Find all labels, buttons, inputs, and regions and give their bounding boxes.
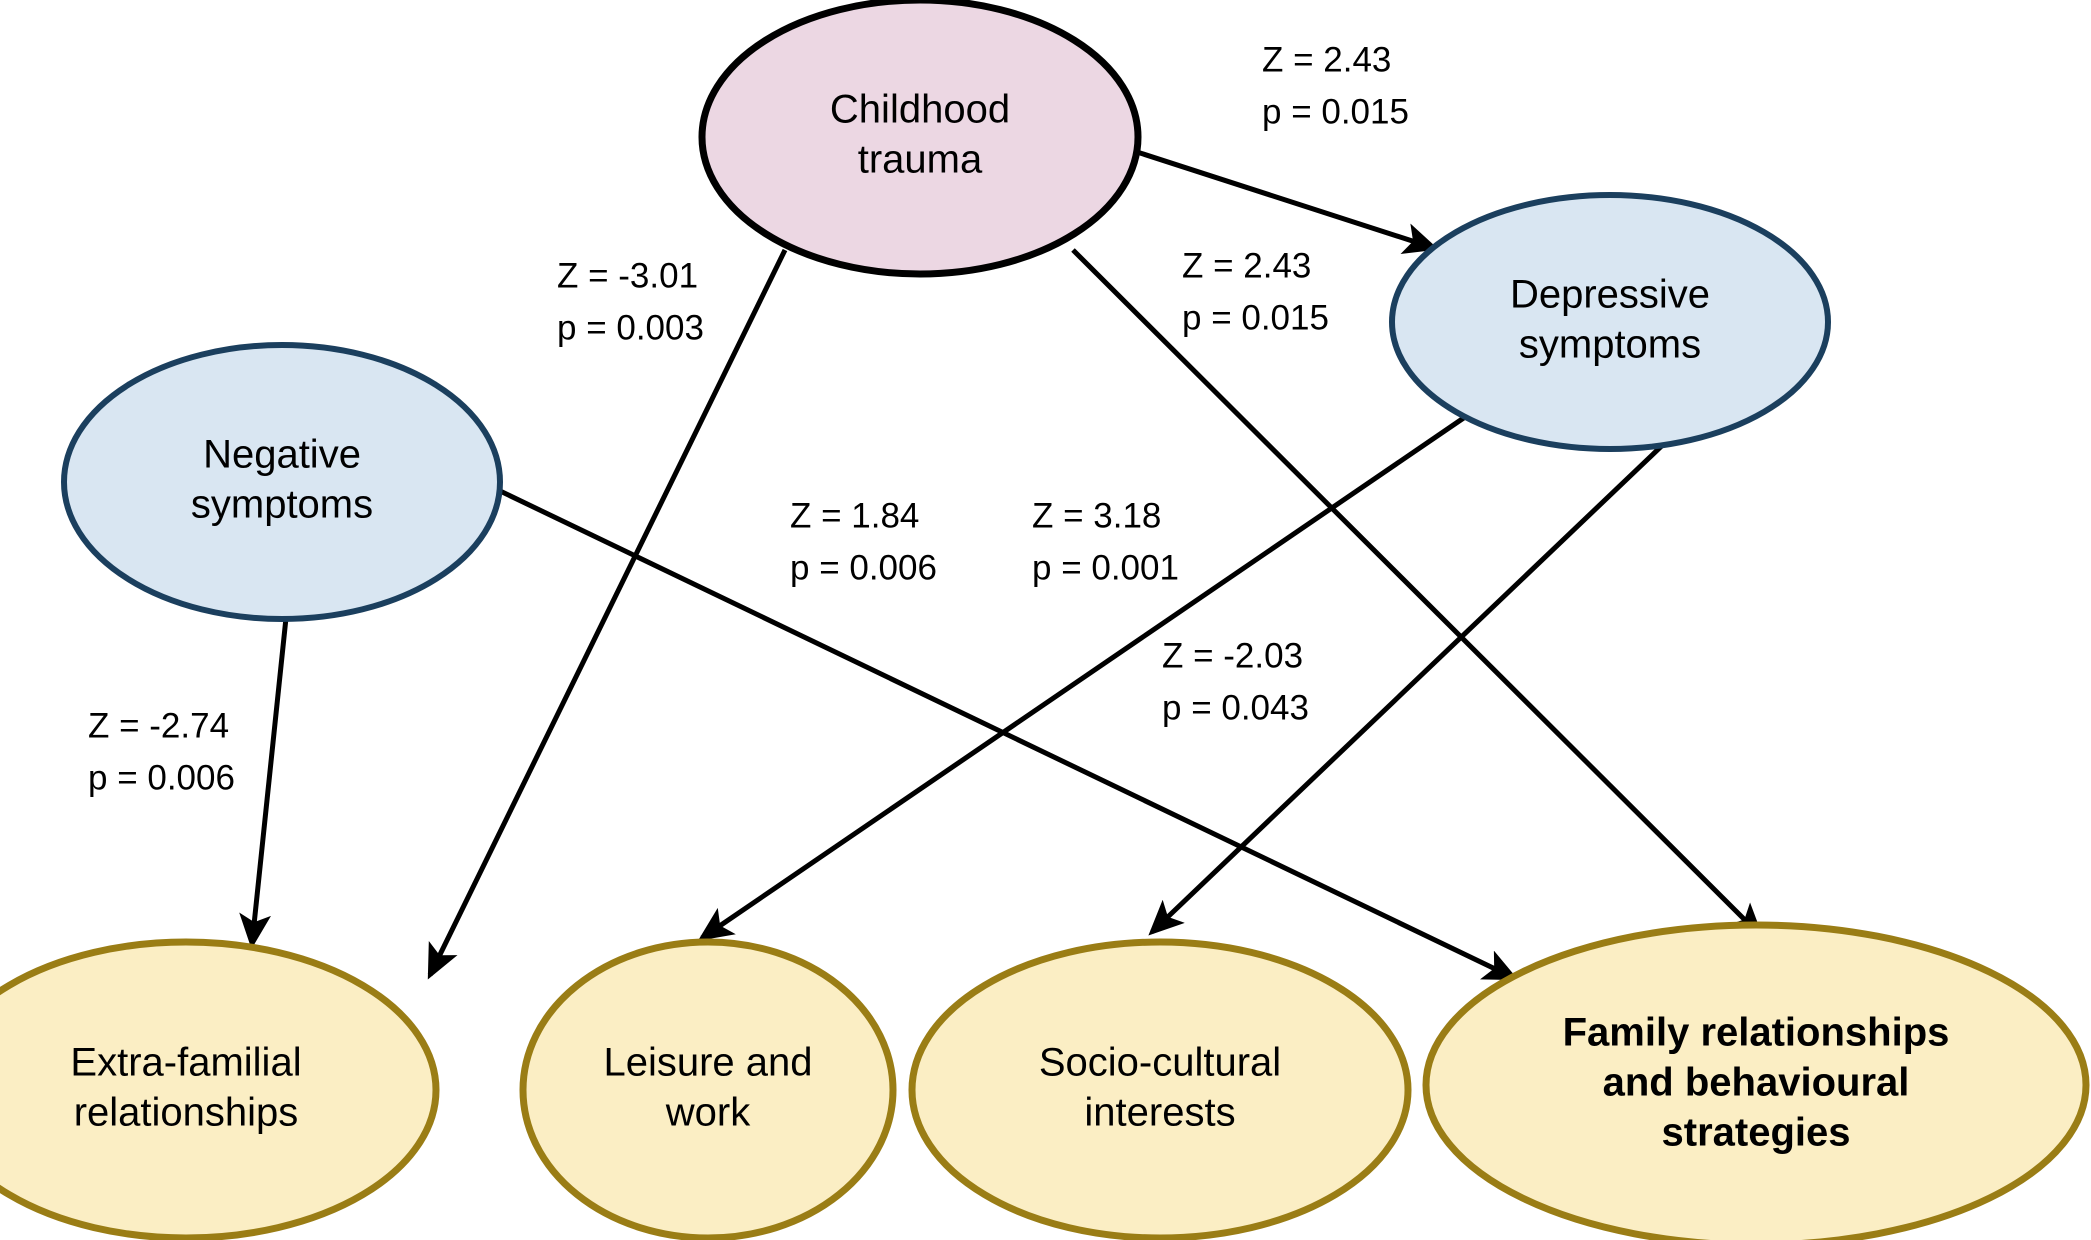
edge-childhood-trauma-to-family-relationships-p-value: p = 0.015 — [1182, 298, 1329, 337]
edge-depressive-symptoms-to-socio-cultural-interests-z-value: Z = -2.03 — [1162, 636, 1303, 675]
node-extra-familial-relationships-label-line-1: relationships — [74, 1091, 299, 1135]
edge-childhood-trauma-to-depressive-symptoms-p-value: p = 0.015 — [1262, 92, 1409, 131]
edge-childhood-trauma-to-extra-familial-relationships-z-value: Z = -3.01 — [557, 256, 698, 295]
edge-negative-symptoms-to-extra-familial-relationships-p-value: p = 0.006 — [88, 758, 235, 797]
edge-negative-symptoms-to-extra-familial-relationships-line — [239, 617, 289, 949]
edge-childhood-trauma-to-family-relationships-stats: Z = 2.43 p = 0.015 — [1182, 246, 1329, 337]
node-leisure-and-work-label-line-1: work — [665, 1091, 751, 1135]
edge-childhood-trauma-to-family-relationships-line — [1071, 248, 1764, 939]
node-family-relationships-and-behavioural-strategies[interactable]: Family relationships and behavioural strat… — [1422, 921, 2090, 1240]
node-leisure-and-work-shape[interactable] — [519, 938, 897, 1240]
edge-labels-layer: Z = 2.43 p = 0.015 Z = -3.01 p = 0.003 Z = 2… — [88, 40, 1409, 797]
node-family-relationships-and-behavioural-strategies-label-line-1: and behavioural — [1603, 1061, 1910, 1105]
node-family-relationships-and-behavioural-strategies-label-line-2: strategies — [1662, 1111, 1851, 1155]
node-depressive-symptoms[interactable]: Depressive symptoms — [1389, 192, 1831, 452]
edge-depressive-symptoms-to-leisure-and-work-z-value: Z = 3.18 — [1032, 496, 1161, 535]
edge-childhood-trauma-to-depressive-symptoms-line — [1136, 149, 1439, 254]
node-depressive-symptoms-shape[interactable] — [1389, 192, 1831, 452]
node-extra-familial-relationships-shape[interactable] — [0, 938, 440, 1240]
node-negative-symptoms-shape[interactable] — [61, 342, 503, 622]
edge-negative-symptoms-to-extra-familial-relationships — [239, 617, 289, 949]
edge-depressive-symptoms-to-socio-cultural-interests-stats: Z = -2.03 p = 0.043 — [1162, 636, 1309, 727]
node-negative-symptoms-label-line-0: Negative — [203, 433, 361, 477]
edge-childhood-trauma-to-family-relationships-z-value: Z = 2.43 — [1182, 246, 1311, 285]
edge-depressive-symptoms-to-socio-cultural-interests — [1148, 436, 1672, 936]
edge-childhood-trauma-to-depressive-symptoms — [1136, 149, 1439, 254]
edge-childhood-trauma-to-extra-familial-relationships — [427, 248, 788, 980]
edge-depressive-symptoms-to-leisure-and-work — [697, 412, 1470, 941]
node-socio-cultural-interests-label-line-0: Socio-cultural — [1039, 1041, 1281, 1085]
edge-depressive-symptoms-to-leisure-and-work-p-value: p = 0.001 — [1032, 548, 1179, 587]
edge-negative-symptoms-to-family-relationships-p-value: p = 0.006 — [790, 548, 937, 587]
edge-negative-symptoms-to-family-relationships — [496, 487, 1519, 981]
node-extra-familial-relationships-label-line-0: Extra-familial — [70, 1041, 301, 1085]
edge-depressive-symptoms-to-socio-cultural-interests-line — [1148, 436, 1672, 936]
edge-negative-symptoms-to-family-relationships-line — [496, 487, 1519, 981]
edge-negative-symptoms-to-extra-familial-relationships-z-value: Z = -2.74 — [88, 706, 229, 745]
edge-childhood-trauma-to-extra-familial-relationships-line — [427, 248, 788, 980]
edge-negative-symptoms-to-family-relationships-stats: Z = 1.84 p = 0.006 — [790, 496, 937, 587]
node-leisure-and-work-label-line-0: Leisure and — [603, 1041, 812, 1085]
edge-depressive-symptoms-to-socio-cultural-interests-p-value: p = 0.043 — [1162, 688, 1309, 727]
edge-childhood-trauma-to-family-relationships — [1071, 248, 1764, 939]
edge-childhood-trauma-to-depressive-symptoms-stats: Z = 2.43 p = 0.015 — [1262, 40, 1409, 131]
node-childhood-trauma-label-line-1: trauma — [858, 138, 983, 182]
edge-childhood-trauma-to-extra-familial-relationships-p-value: p = 0.003 — [557, 308, 704, 347]
node-negative-symptoms-label-line-1: symptoms — [191, 483, 373, 527]
node-childhood-trauma[interactable]: Childhood trauma — [698, 0, 1142, 278]
node-socio-cultural-interests[interactable]: Socio-cultural interests — [908, 938, 1412, 1240]
node-socio-cultural-interests-shape[interactable] — [908, 938, 1412, 1240]
node-family-relationships-and-behavioural-strategies-shape[interactable] — [1422, 921, 2090, 1240]
edge-depressive-symptoms-to-leisure-and-work-line — [697, 412, 1470, 941]
edge-depressive-symptoms-to-leisure-and-work-stats: Z = 3.18 p = 0.001 — [1032, 496, 1179, 587]
edges-layer — [239, 149, 1764, 981]
node-family-relationships-and-behavioural-strategies-label-line-0: Family relationships — [1563, 1011, 1950, 1055]
edge-childhood-trauma-to-depressive-symptoms-z-value: Z = 2.43 — [1262, 40, 1391, 79]
node-depressive-symptoms-label-line-0: Depressive — [1510, 273, 1710, 317]
node-negative-symptoms[interactable]: Negative symptoms — [61, 342, 503, 622]
edge-childhood-trauma-to-extra-familial-relationships-stats: Z = -3.01 p = 0.003 — [557, 256, 704, 347]
node-leisure-and-work[interactable]: Leisure and work — [519, 938, 897, 1240]
node-childhood-trauma-shape[interactable] — [698, 0, 1142, 278]
node-depressive-symptoms-label-line-1: symptoms — [1519, 323, 1701, 367]
edge-negative-symptoms-to-extra-familial-relationships-stats: Z = -2.74 p = 0.006 — [88, 706, 235, 797]
node-childhood-trauma-label-line-0: Childhood — [830, 88, 1010, 132]
node-socio-cultural-interests-label-line-1: interests — [1084, 1091, 1235, 1135]
edge-negative-symptoms-to-family-relationships-z-value: Z = 1.84 — [790, 496, 919, 535]
node-extra-familial-relationships[interactable]: Extra-familial relationships — [0, 938, 440, 1240]
